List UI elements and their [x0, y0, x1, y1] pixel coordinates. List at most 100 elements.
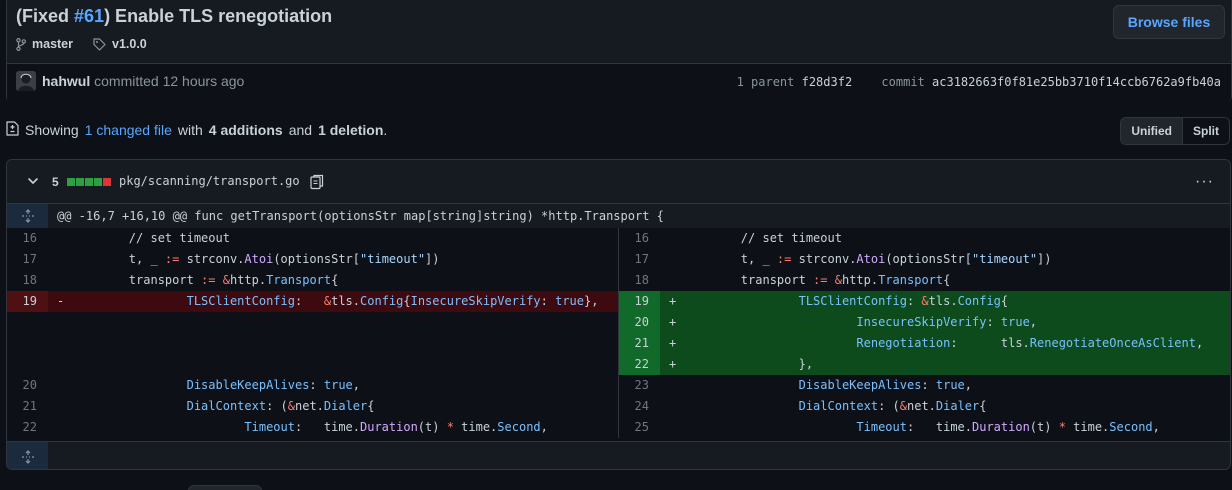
diff-sign [57, 333, 69, 354]
code-line: TLSClientConfig: &tls.Config{ [798, 294, 1009, 308]
diff-sign [57, 228, 69, 249]
line-number [7, 333, 48, 354]
line-number[interactable]: 21 [619, 333, 660, 354]
code-line: DisableKeepAlives: true, [798, 378, 973, 392]
avatar[interactable] [16, 71, 36, 91]
code-line: DialContext: (&net.Dialer{ [798, 399, 987, 413]
line-number[interactable]: 22 [619, 354, 660, 375]
commit-refs: master v1.0.0 [16, 37, 147, 51]
commit-meta: hahwul committed 12 hours ago 1 parent f… [7, 63, 1231, 103]
line-number [7, 354, 48, 375]
line-number[interactable]: 18 [22, 273, 37, 287]
unified-view-button[interactable]: Unified [1121, 118, 1182, 144]
code-line: transport := &http.Transport{ [71, 273, 339, 287]
split-view-button[interactable]: Split [1182, 118, 1229, 144]
diff-sign [669, 249, 681, 270]
diff-line-right: 16 // set timeout [619, 228, 1230, 249]
diffstat-addition-block [94, 178, 102, 186]
diff-sign [669, 417, 681, 438]
line-number[interactable]: 25 [634, 420, 649, 434]
code-line: Timeout: time.Duration(t) * time.Second, [244, 420, 548, 434]
line-number[interactable]: 24 [634, 399, 649, 413]
diff-line-right: 20+ InsecureSkipVerify: true, [619, 312, 1230, 333]
diff-line-right: 19 + TLSClientConfig: &tls.Config{ [619, 291, 1230, 312]
comment-button-stub[interactable] [188, 485, 262, 490]
unfold-icon[interactable] [7, 442, 48, 469]
issue-link[interactable]: #61 [74, 6, 105, 26]
diff-sign: + [669, 315, 677, 329]
commit-title-suffix: ) Enable TLS renegotiation [104, 6, 333, 26]
code-line: DialContext: (&net.Dialer{ [186, 399, 375, 413]
showing-text: Showing [25, 122, 79, 138]
commit-title: (Fixed #61) Enable TLS renegotiation [16, 6, 332, 27]
diff-line-left: 18 transport := &http.Transport{ [7, 270, 618, 291]
browse-files-button[interactable]: Browse files [1113, 5, 1225, 39]
author-line: hahwul committed 12 hours ago [42, 73, 244, 89]
diff-summary: Showing 1 changed file with 4 additions … [6, 121, 387, 139]
file-diff-icon[interactable] [6, 121, 19, 139]
changed-files-link[interactable]: 1 changed file [84, 122, 172, 138]
change-count: 5 [52, 175, 59, 189]
commit-action-text: committed 12 hours ago [90, 73, 245, 89]
line-number[interactable]: 21 [22, 399, 37, 413]
code-line: // set timeout [128, 231, 230, 245]
copy-icon[interactable] [310, 174, 324, 195]
diff-line-left [7, 333, 618, 354]
code-line: t, _ := strconv.Atoi(optionsStr["timeout… [683, 252, 1052, 266]
diff-sign [57, 249, 69, 270]
line-number[interactable]: 17 [634, 252, 649, 266]
diff-line-right: 18 transport := &http.Transport{ [619, 270, 1230, 291]
line-number[interactable]: 16 [634, 231, 649, 245]
parent-sha-link[interactable]: f28d3f2 [801, 75, 853, 89]
branch-link[interactable]: master [32, 37, 73, 51]
kebab-horizontal-icon[interactable]: ··· [1195, 173, 1214, 190]
line-number[interactable]: 23 [634, 378, 649, 392]
code-line: TLSClientConfig: &tls.Config{InsecureSki… [186, 294, 599, 308]
file-path-link[interactable]: pkg/scanning/transport.go [119, 174, 300, 188]
diff-view-toggle: Unified Split [1120, 117, 1230, 145]
line-number[interactable]: 18 [634, 273, 649, 287]
commit-header: (Fixed #61) Enable TLS renegotiation Bro… [6, 0, 1232, 103]
diffstat [67, 178, 111, 186]
diff-line-left: 17 t, _ := strconv.Atoi(optionsStr["time… [7, 249, 618, 270]
line-number[interactable]: 22 [22, 420, 37, 434]
line-number[interactable]: 17 [22, 252, 37, 266]
code-line: // set timeout [740, 231, 842, 245]
chevron-down-icon[interactable] [27, 174, 39, 193]
hunk-text: @@ -16,7 +16,10 @@ func getTransport(opt… [57, 209, 664, 223]
diff-line-left: 16 // set timeout [7, 228, 618, 249]
diff-line-right: 21 + Renegotiation: tls.RenegotiateOnceAs… [619, 333, 1230, 354]
line-number[interactable]: 20 [22, 378, 37, 392]
diff-line-left [7, 354, 618, 375]
file-header: 5 pkg/scanning/transport.go ··· [7, 160, 1230, 204]
unfold-icon[interactable] [7, 204, 48, 228]
code-line: Timeout: time.Duration(t) * time.Second, [856, 420, 1160, 434]
period-text: . [383, 122, 388, 138]
line-number[interactable]: 19 [7, 291, 48, 312]
line-number [7, 312, 48, 333]
line-number[interactable]: 19 [619, 291, 660, 312]
tag-link[interactable]: v1.0.0 [112, 37, 147, 51]
commit-sha[interactable]: ac3182663f0f81e25bb3710f14ccb6762a9fb40a [932, 75, 1221, 89]
diff-sign [57, 354, 69, 375]
with-text: with [177, 122, 203, 138]
parent-label: 1 parent [736, 75, 795, 89]
diff-footer [7, 441, 1230, 469]
diff-sign [57, 375, 69, 396]
diff-sign: + [669, 294, 677, 308]
diff-sign: + [669, 336, 677, 350]
diff-sign [57, 270, 69, 291]
additions-count: 4 additions [208, 122, 283, 138]
diffstat-addition-block [85, 178, 93, 186]
code-line: Renegotiation: tls.RenegotiateOnceAsClie… [856, 336, 1204, 350]
commit-label: commit [881, 75, 925, 89]
line-number[interactable]: 16 [22, 231, 37, 245]
code-line: }, [683, 357, 814, 371]
line-number[interactable]: 20 [619, 312, 660, 333]
diff-line-left: 19- TLSClientConfig: &tls.Config{Insecur… [7, 291, 618, 312]
author-link[interactable]: hahwul [42, 73, 91, 89]
diff-sign [669, 270, 681, 291]
diff-line-right: 17 t, _ := strconv.Atoi(optionsStr["time… [619, 249, 1230, 270]
